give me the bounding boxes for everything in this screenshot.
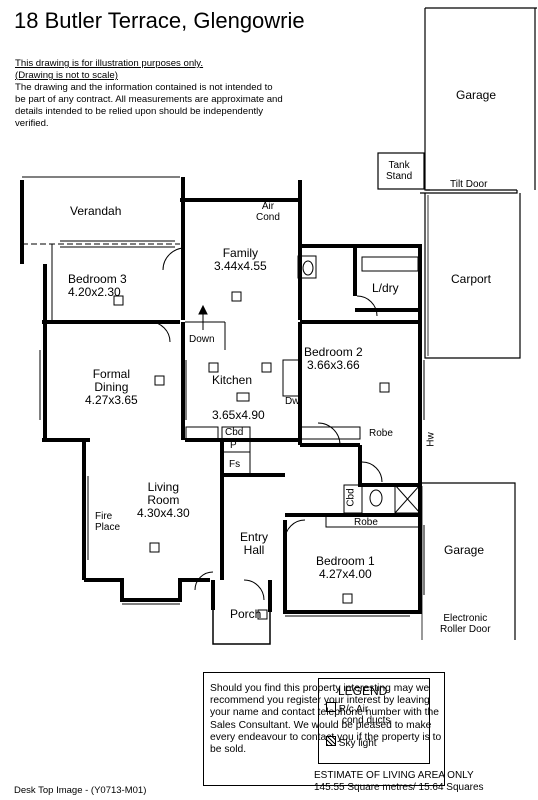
label-kitchen-size: 3.65x4.90 [212, 408, 265, 422]
fire-place-line1: Fire [95, 511, 113, 522]
label-ldry: L/dry [372, 281, 399, 295]
entry-hall-line1: Entry [240, 530, 269, 544]
estimate-line2: 145.55 Square metres/ 15.64 Squares [314, 782, 484, 793]
fire-place-line2: Place [95, 522, 121, 533]
label-entry-hall: Entry Hall [240, 531, 268, 557]
label-family: Family 3.44x4.55 [214, 247, 267, 273]
estimate: ESTIMATE OF LIVING AREA ONLY 145.55 Squa… [314, 770, 484, 794]
living-size: 4.30x4.30 [137, 506, 190, 520]
label-hw: Hw [425, 432, 437, 447]
living-line2: Room [147, 493, 180, 507]
carport-outline [424, 193, 521, 359]
disclaimer-body: The drawing and the information containe… [15, 82, 283, 129]
footer-image-code: Desk Top Image - (Y0713-M01) [14, 785, 147, 796]
label-cbd-bath: Cbd [345, 488, 357, 507]
family-size: 3.44x4.55 [214, 259, 267, 273]
bedroom1-name: Bedroom 1 [316, 554, 375, 568]
label-roller-door: Electronic Roller Door [440, 613, 491, 635]
bedroom1-size: 4.27x4.00 [318, 567, 372, 581]
legend-item-aircond: R/c Air [326, 702, 368, 715]
bedroom2-size: 3.66x3.66 [306, 358, 360, 372]
label-tank-stand: Tank Stand [386, 160, 412, 182]
roller-door-line2: Roller Door [440, 624, 491, 635]
label-bedroom3: Bedroom 3 4.20x2.30 [68, 273, 127, 299]
label-tilt-door: Tilt Door [450, 179, 488, 190]
bedroom2-name: Bedroom 2 [304, 345, 363, 359]
legend-box [318, 678, 430, 764]
label-bedroom1: Bedroom 1 4.27x4.00 [316, 555, 375, 581]
formal-dining-size: 4.27x3.65 [85, 393, 138, 407]
label-garage-top: Garage [456, 88, 497, 102]
legend-item-skylight: Sky light [326, 736, 377, 749]
tank-stand-line1: Tank [388, 160, 410, 171]
aircond-duct-icon [326, 702, 336, 712]
roller-door-line1: Electronic [443, 613, 488, 624]
label-robe-b1: Robe [354, 517, 378, 528]
skylight-icon [326, 736, 336, 746]
air-cond-line1: Air [261, 201, 275, 212]
label-robe-b2: Robe [369, 428, 393, 439]
entry-hall-line2: Hall [243, 543, 265, 557]
label-bedroom2: Bedroom 2 3.66x3.66 [304, 346, 363, 372]
label-living: Living Room 4.30x4.30 [137, 481, 190, 520]
label-dw: Dw [285, 396, 300, 407]
label-verandah: Verandah [70, 204, 122, 218]
formal-dining-line2: Dining [94, 380, 129, 394]
bedroom3-size: 4.20x2.30 [68, 285, 121, 299]
info-box-text: Should you find this property interestin… [210, 683, 442, 756]
living-line1: Living [147, 480, 180, 494]
label-garage-bottom: Garage [444, 543, 485, 557]
legend-item1-line2: cond ducts [342, 715, 391, 726]
formal-dining-line1: Formal [92, 367, 131, 381]
label-fire-place: Fire Place [95, 511, 120, 533]
legend-item1-line1: R/c Air [338, 704, 369, 715]
tank-stand-outline [377, 152, 425, 190]
label-p: P [230, 440, 237, 451]
label-cbd-kitchen: Cbd [225, 427, 244, 438]
legend-title: LEGEND [338, 684, 388, 698]
label-down: Down [189, 334, 215, 345]
legend-item2: Sky light [338, 738, 377, 749]
label-air-cond: Air Cond [256, 201, 280, 223]
label-fs: Fs [229, 459, 241, 470]
label-kitchen-name: Kitchen [212, 373, 253, 387]
disclaimer-line1: This drawing is for illustration purpose… [15, 58, 204, 69]
label-carport: Carport [451, 272, 492, 286]
garage-bottom-outline [420, 482, 516, 640]
info-box-frame [203, 672, 445, 786]
label-porch: Porch [230, 607, 262, 621]
family-name: Family [222, 246, 259, 260]
air-cond-line2: Cond [256, 212, 280, 223]
bedroom3-name: Bedroom 3 [68, 272, 127, 286]
tank-stand-line2: Stand [386, 171, 413, 182]
estimate-line1: ESTIMATE OF LIVING AREA ONLY [314, 770, 474, 781]
label-formal-dining: Formal Dining 4.27x3.65 [85, 368, 138, 407]
disclaimer: This drawing is for illustration purpose… [15, 58, 285, 130]
disclaimer-line2: (Drawing is not to scale) [15, 70, 118, 81]
page-title: 18 Butler Terrace, Glengowrie [14, 8, 305, 33]
